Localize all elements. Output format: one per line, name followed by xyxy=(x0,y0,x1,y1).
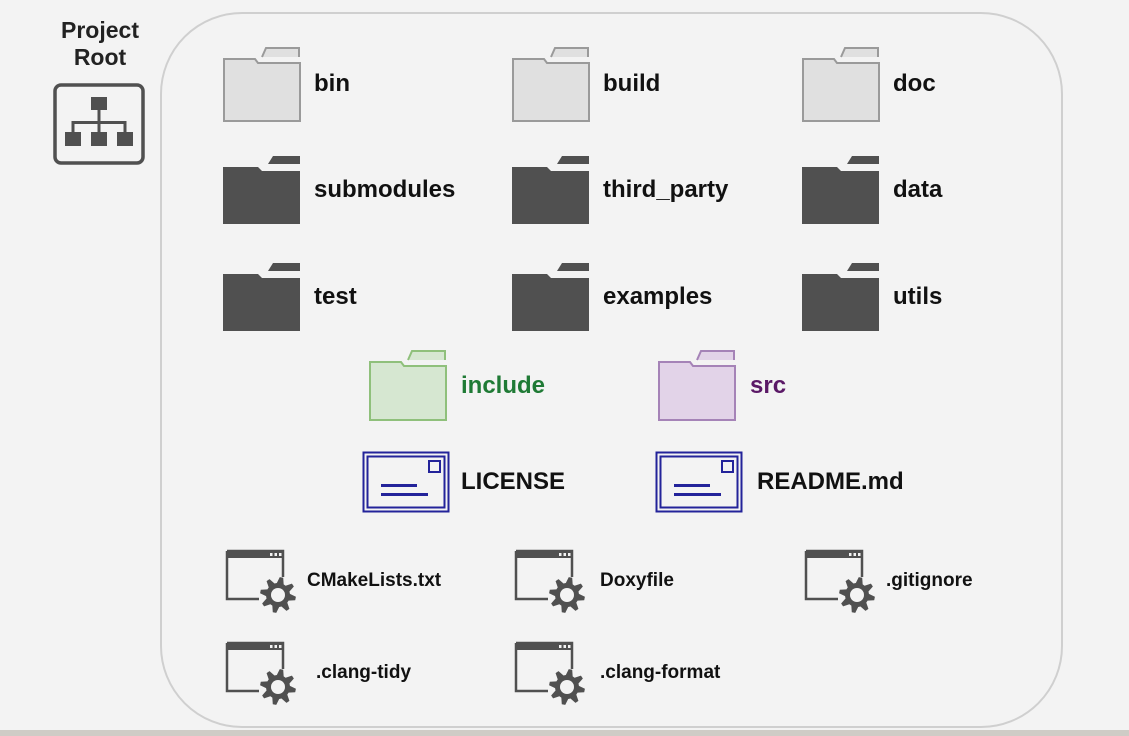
folder-dark-icon xyxy=(802,263,879,331)
config-doxyfile[interactable]: Doxyfile xyxy=(514,548,674,614)
folder-dark-icon xyxy=(223,156,300,224)
config-file-gear-icon xyxy=(804,549,875,613)
folder-label: src xyxy=(750,372,787,399)
sitemap-icon xyxy=(53,83,145,165)
folder-label: submodules xyxy=(314,176,456,203)
config-file-gear-icon xyxy=(514,549,585,613)
folder-label: build xyxy=(603,70,661,97)
document-icon xyxy=(655,451,743,513)
folder-label: doc xyxy=(893,70,936,97)
config-clang-format[interactable]: .clang-format xyxy=(514,640,720,706)
folder-label: utils xyxy=(893,283,943,310)
project-root-label: Project Root xyxy=(61,17,139,70)
config-file-gear-icon xyxy=(225,641,296,705)
folder-dark-icon xyxy=(512,263,589,331)
config-cmakelists[interactable]: CMakeLists.txt xyxy=(225,548,441,614)
folder-examples[interactable]: examples xyxy=(511,262,712,332)
document-label: LICENSE xyxy=(461,468,566,495)
folder-label: bin xyxy=(314,70,350,97)
folder-label: examples xyxy=(603,283,713,310)
project-root-panel xyxy=(160,12,1063,728)
bottom-border xyxy=(0,730,1129,736)
folder-src[interactable]: src xyxy=(657,348,786,424)
document-icon xyxy=(362,451,450,513)
config-file-gear-icon xyxy=(514,641,585,705)
config-file-label: Doxyfile xyxy=(600,570,674,591)
folder-build[interactable]: build xyxy=(511,45,660,123)
folder-label: test xyxy=(314,283,357,310)
folder-dark-icon xyxy=(223,263,300,331)
config-file-label: .gitignore xyxy=(886,570,973,591)
folder-utils[interactable]: utils xyxy=(801,262,942,332)
folder-bin[interactable]: bin xyxy=(222,45,350,123)
config-file-label: .clang-format xyxy=(600,662,721,683)
config-clang-tidy[interactable]: .clang-tidy xyxy=(225,640,411,706)
config-gitignore[interactable]: .gitignore xyxy=(804,548,973,614)
folder-light-icon xyxy=(802,47,880,122)
folder-include-icon xyxy=(369,350,447,421)
folder-light-icon xyxy=(223,47,301,122)
config-file-label: .clang-tidy xyxy=(316,662,412,683)
folder-label: include xyxy=(461,372,546,399)
folder-src-icon xyxy=(658,350,736,421)
folder-third-party[interactable]: third_party xyxy=(511,155,728,225)
folder-dark-icon xyxy=(802,156,879,224)
folder-doc[interactable]: doc xyxy=(801,45,936,123)
document-license[interactable]: LICENSE xyxy=(362,451,565,513)
document-label: README.md xyxy=(757,468,904,495)
folder-dark-icon xyxy=(512,156,589,224)
folder-submodules[interactable]: submodules xyxy=(222,155,455,225)
folder-label: third_party xyxy=(603,176,729,203)
folder-test[interactable]: test xyxy=(222,262,357,332)
folder-light-icon xyxy=(512,47,590,122)
folder-label: data xyxy=(893,176,943,203)
folder-include[interactable]: include xyxy=(368,348,545,424)
document-readme[interactable]: README.md xyxy=(655,451,904,513)
config-file-gear-icon xyxy=(225,549,296,613)
folder-data[interactable]: data xyxy=(801,155,942,225)
config-file-label: CMakeLists.txt xyxy=(307,570,442,591)
